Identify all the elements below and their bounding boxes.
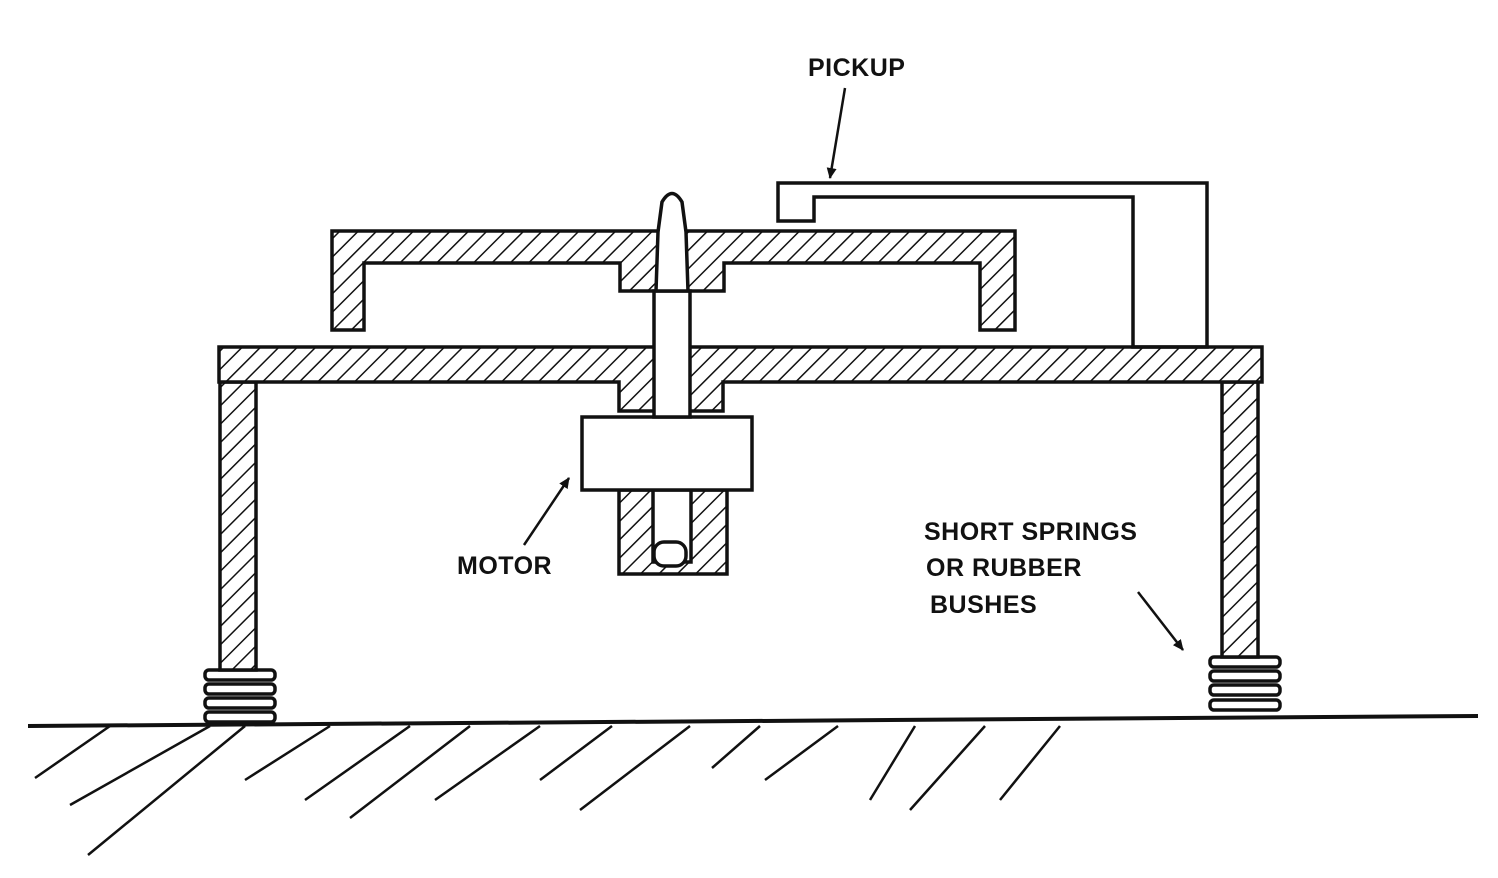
base-plate — [217, 345, 1264, 413]
ground — [27, 714, 1479, 856]
motor-leader-arrow — [522, 477, 571, 546]
pickup-arm — [776, 181, 1209, 349]
base-frame — [217, 345, 1264, 672]
ground-hatching — [34, 724, 1061, 856]
springs-leader-arrow — [1137, 591, 1184, 651]
pickup-label: PICKUP — [808, 54, 905, 82]
thrust-ball — [652, 540, 688, 568]
ground-line — [27, 714, 1479, 728]
right-leg — [1220, 380, 1260, 659]
motor-block — [580, 415, 754, 492]
left-leg — [218, 380, 258, 672]
spindle — [652, 191, 692, 419]
springs-label-line-3: BUSHES — [930, 591, 1037, 619]
left-spring — [203, 668, 277, 724]
right-spring — [1208, 655, 1282, 712]
springs-label-line-1: SHORT SPRINGS — [924, 518, 1137, 546]
motor-label: MOTOR — [457, 552, 552, 580]
bearing-housing — [617, 488, 729, 576]
springs-label-line-2: OR RUBBER — [926, 554, 1082, 582]
pickup-leader-arrow — [826, 87, 847, 179]
